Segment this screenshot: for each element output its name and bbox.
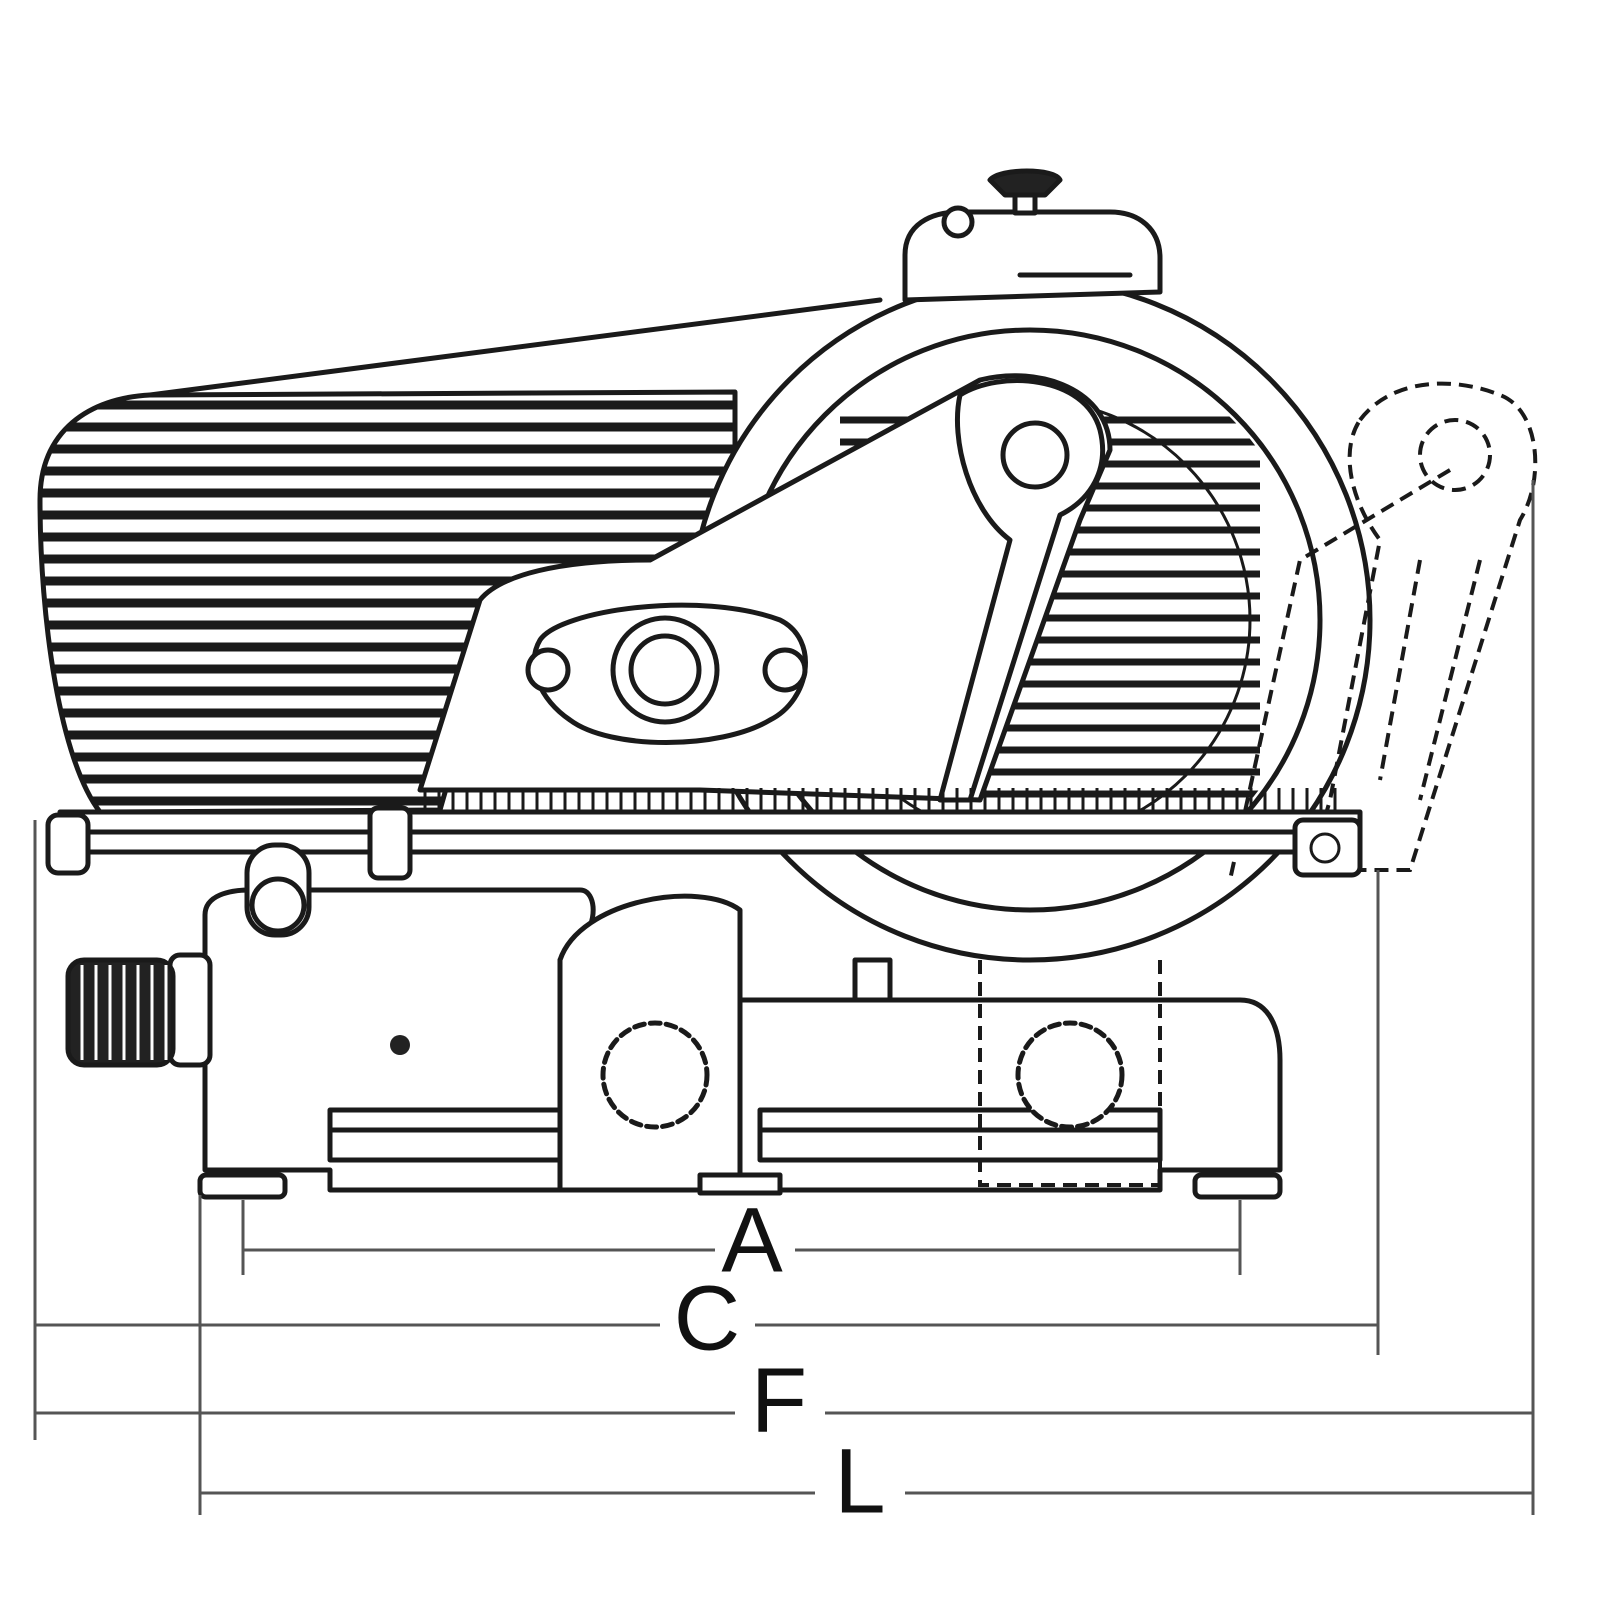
right-foot [1192,1172,1283,1200]
gear-knob-left-icon [600,1020,710,1130]
base-gear-knobs [600,1020,1125,1130]
dimension-label-a: A [721,1189,783,1291]
dimension-label-l: L [834,1430,885,1532]
dimension-label-c: C [674,1267,740,1369]
rail-teeth [423,788,1337,812]
carriage-lock-knob [244,842,312,938]
gear-knob-right-icon [1015,1020,1125,1130]
carriage-handle-lever [417,373,1113,803]
thickness-knob-icon [65,957,176,1068]
dimension-lines [33,480,1535,1515]
blade-cover-top [902,168,1163,303]
lever-pivot-hole [1000,420,1070,490]
sharpener-arm-dashed [1228,381,1538,881]
dimension-label-f: F [751,1349,807,1451]
thickness-knob [65,952,213,1068]
cover-knob-icon [987,168,1063,198]
carriage-top-rail [147,297,883,398]
machine-feet [197,1172,1283,1200]
carriage-rail [45,788,1363,881]
left-foot [197,1172,288,1200]
